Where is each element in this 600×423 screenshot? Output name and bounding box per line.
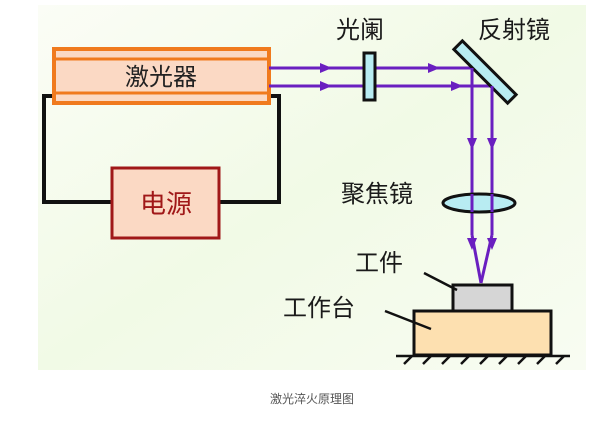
mirror-label: 反射镜	[478, 16, 550, 44]
worktable-label: 工作台	[283, 294, 355, 322]
circuit-wire	[42, 94, 281, 204]
arrow-down-icon	[467, 138, 477, 150]
leader-lines	[384, 271, 458, 331]
arrow-right-icon	[320, 63, 332, 73]
workpiece	[451, 283, 514, 313]
workpiece-label: 工件	[355, 249, 403, 277]
arrow-down-icon	[487, 238, 497, 250]
arrow-down-icon	[467, 238, 477, 250]
beam-arrow-icons	[320, 63, 463, 91]
aperture	[362, 51, 377, 102]
focusing-lens-label: 聚焦镜	[341, 180, 413, 208]
arrow-down-icon	[487, 138, 497, 150]
power-supply-label: 电源	[140, 190, 192, 220]
power-supply: 电源	[110, 166, 221, 240]
aperture-label: 光阑	[336, 16, 384, 44]
beam-arrow-icons-vertical	[467, 138, 497, 250]
laser-label: 激光器	[125, 63, 197, 91]
arrow-right-icon	[428, 63, 440, 73]
arrow-right-icon	[451, 81, 463, 91]
figure-caption: 激光淬火原理图	[269, 392, 354, 406]
laser-unit: 激光器	[52, 47, 271, 105]
mirror	[451, 38, 519, 106]
focusing-lens	[441, 192, 517, 214]
ground-hatch	[396, 354, 570, 365]
worktable	[412, 309, 553, 357]
arrow-right-icon	[320, 81, 332, 91]
